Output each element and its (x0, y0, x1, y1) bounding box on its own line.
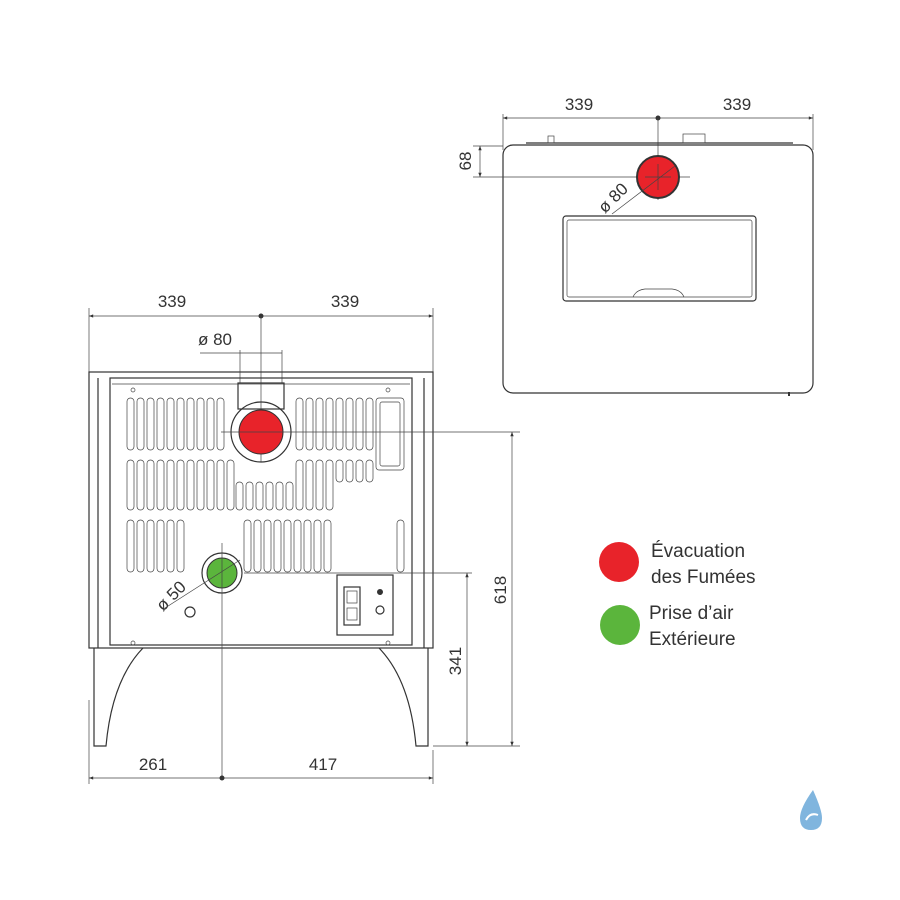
vent-slot (323, 519, 332, 573)
control-panel (336, 574, 394, 636)
vent-slot (305, 397, 314, 451)
vent-slot (126, 397, 135, 451)
legend: Évacuation des Fumées Prise d’air Extéri… (599, 541, 756, 650)
vent-slot (313, 519, 322, 573)
vent-slot (283, 519, 292, 573)
vent-slot (355, 459, 364, 483)
vent-slot (186, 397, 195, 451)
stove-top-outline (502, 144, 814, 394)
vent-slot (176, 459, 185, 511)
vent-slot (275, 481, 284, 511)
vent-slot (345, 459, 354, 483)
left-leg (93, 647, 144, 747)
legend-air-swatch (600, 605, 640, 645)
vent-slot (146, 397, 155, 451)
vent-slot (206, 397, 215, 451)
vent-slot (285, 481, 294, 511)
air-height-label: 341 (446, 647, 465, 675)
vent-slot (166, 519, 175, 573)
legend-air-line1: Prise d’air (649, 603, 734, 624)
vent-slot (136, 459, 145, 511)
vent-slot (345, 397, 354, 451)
vent-slot (265, 481, 274, 511)
rear-panel (109, 377, 413, 646)
vent-slot (156, 397, 165, 451)
air-diameter-label: ø 50 (152, 577, 189, 614)
vent-slot (146, 459, 155, 511)
vent-slot (216, 459, 225, 511)
vent-slot (136, 519, 145, 573)
air-offset-left-label: 261 (139, 755, 167, 774)
vent-slot (216, 397, 225, 451)
vent-slots (126, 397, 405, 573)
vent-slot (315, 459, 324, 511)
vent-slot (146, 519, 155, 573)
front-flue-diameter-label: ø 80 (198, 330, 232, 349)
vent-slot (156, 519, 165, 573)
brand-drop-logo (800, 790, 822, 830)
vent-slot (396, 519, 405, 573)
vent-slot (325, 397, 334, 451)
vent-slot (176, 519, 185, 573)
vent-slot (263, 519, 272, 573)
front-width-left-label: 339 (158, 292, 186, 311)
legend-flue-swatch (599, 542, 639, 582)
vent-slot (243, 519, 252, 573)
flue-collar (237, 382, 285, 410)
flue-height-label: 618 (491, 576, 510, 604)
vent-slot (126, 519, 135, 573)
legend-flue-line2: des Fumées (651, 567, 756, 588)
vent-slot (335, 459, 344, 483)
vent-slot (186, 459, 195, 511)
vent-slot (335, 397, 344, 451)
top-width-left-label: 339 (565, 95, 593, 114)
vent-slot (255, 481, 264, 511)
top-view: 339 339 68 ø 80 (456, 95, 814, 396)
vent-slot (365, 459, 374, 483)
front-view: 339 339 ø 80 ø 50 (88, 292, 520, 784)
vent-slot (245, 481, 254, 511)
vent-slot (166, 459, 175, 511)
vent-slot (295, 397, 304, 451)
stove-body (88, 371, 434, 649)
vent-slot (295, 459, 304, 511)
vent-slot (126, 459, 135, 511)
vent-slot (355, 397, 364, 451)
vent-slot (206, 459, 215, 511)
vent-slot (176, 397, 185, 451)
firebox-window (562, 215, 757, 302)
vent-slot (253, 519, 262, 573)
legend-air-line2: Extérieure (649, 629, 736, 650)
air-offset-right-label: 417 (309, 755, 337, 774)
top-flue-diameter-label: ø 80 (594, 179, 631, 216)
vent-slot (325, 459, 334, 511)
vent-slot (196, 459, 205, 511)
vent-slot (136, 397, 145, 451)
vent-slot (303, 519, 312, 573)
legend-flue-line1: Évacuation (651, 541, 745, 562)
vent-slot (273, 519, 282, 573)
top-flue-depth-label: 68 (456, 152, 475, 171)
vent-slot (315, 397, 324, 451)
front-width-right-label: 339 (331, 292, 359, 311)
vent-slot (196, 397, 205, 451)
vent-slot (305, 459, 314, 511)
vent-slot (156, 459, 165, 511)
top-width-right-label: 339 (723, 95, 751, 114)
right-leg (378, 647, 429, 747)
vent-slot (166, 397, 175, 451)
vent-slot (293, 519, 302, 573)
vent-slot (235, 481, 244, 511)
vent-slot (226, 459, 235, 511)
vent-slot (365, 397, 374, 451)
